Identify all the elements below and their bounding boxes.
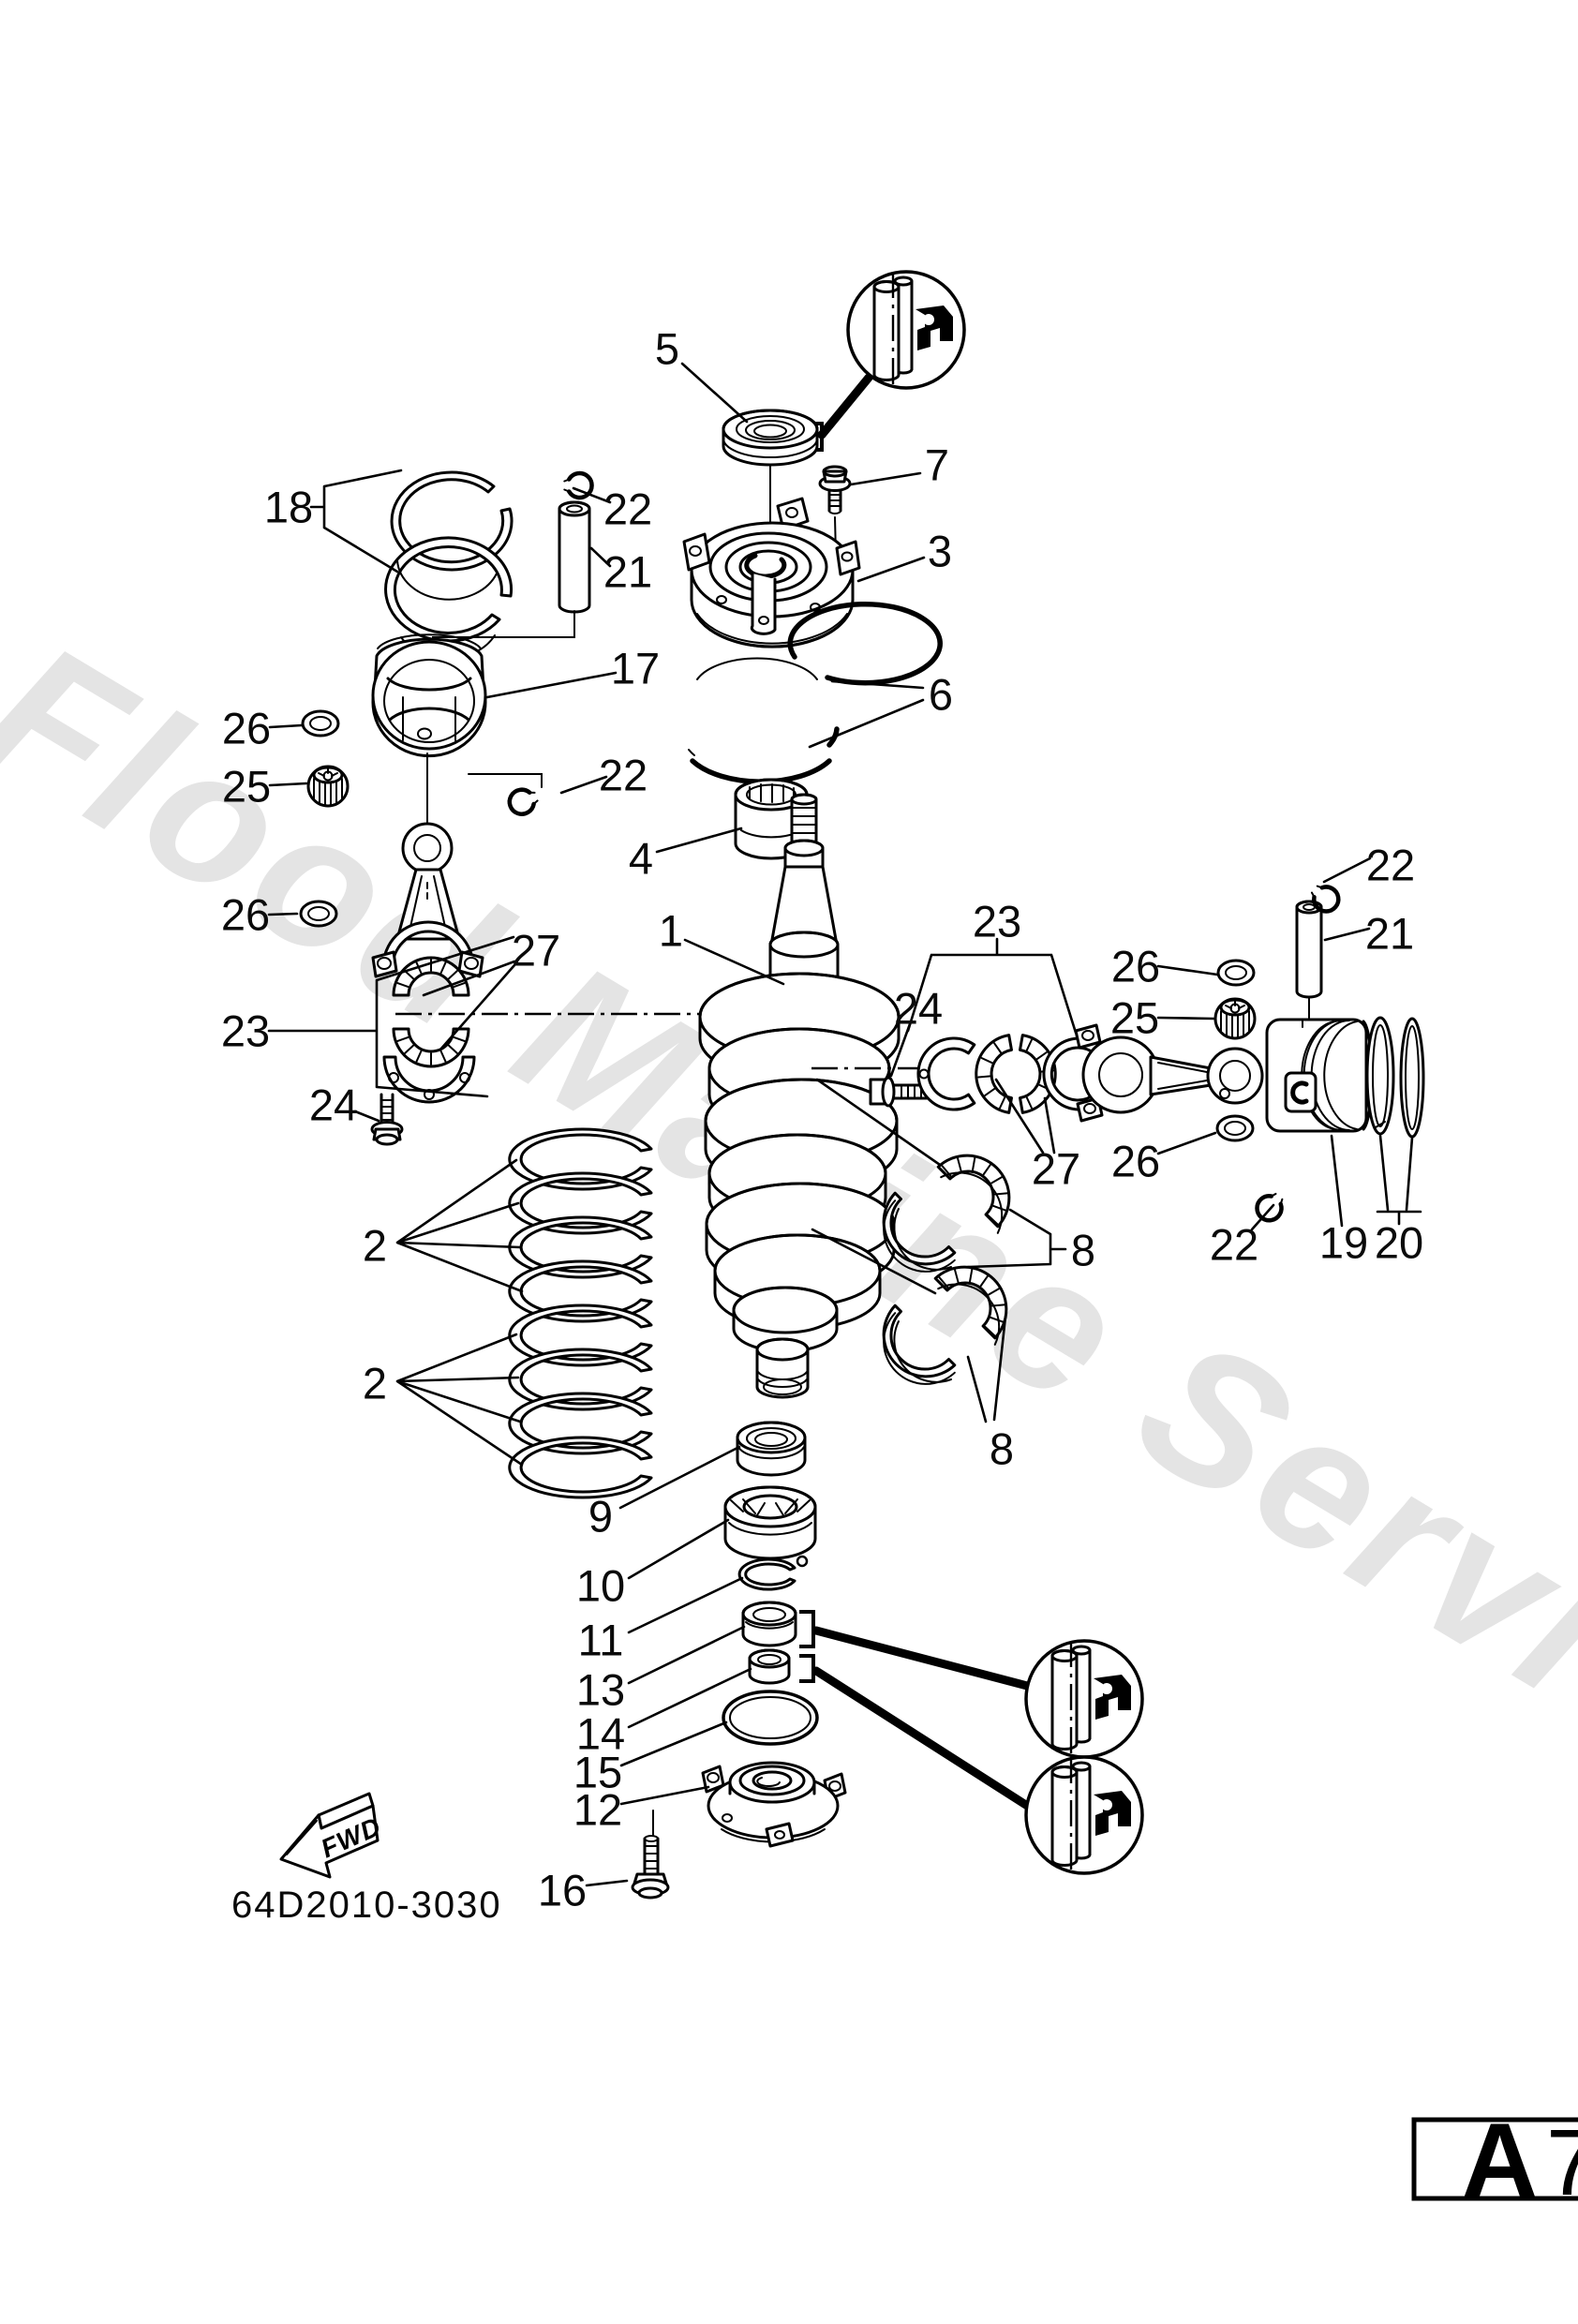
callout-part-11: 11 — [578, 1616, 624, 1665]
callout-part-21: 21 — [1365, 909, 1414, 959]
part-25-small-end-bearing — [306, 765, 350, 808]
callout-part-15: 15 — [573, 1748, 622, 1797]
drawing-number: 64D2010-3030 — [231, 1885, 502, 1926]
callout-part-10: 10 — [576, 1561, 625, 1611]
callout-part-25: 25 — [1110, 993, 1159, 1043]
part-22-circlip-mid-left — [506, 785, 540, 817]
part-7-bolt — [818, 465, 852, 514]
part-14-seal — [748, 1648, 791, 1685]
part-13-seal — [741, 1601, 797, 1647]
callout-part-27: 27 — [1032, 1144, 1080, 1194]
callout-part-7: 7 — [925, 440, 949, 490]
part-12-bearing-housing-lower — [701, 1761, 847, 1848]
part-26-washer — [1216, 959, 1256, 987]
part-2-labyrinth-seal-rings — [508, 1127, 653, 1499]
part-26-washer — [301, 709, 340, 737]
callout-part-16: 16 — [538, 1866, 587, 1915]
part-21-piston-pin-left — [558, 500, 591, 614]
callout-part-25: 25 — [222, 762, 271, 812]
callout-part-2: 2 — [363, 1359, 387, 1408]
callout-part-22: 22 — [1366, 841, 1415, 890]
callout-part-23: 23 — [973, 897, 1021, 946]
part-19-piston — [1265, 1018, 1374, 1133]
callout-part-22: 22 — [603, 484, 652, 534]
part-17-piston — [371, 633, 487, 758]
callout-part-21: 21 — [603, 547, 652, 597]
fwd-direction-arrow-icon: FWD — [279, 1792, 385, 1879]
part-15-o-ring — [722, 1690, 819, 1746]
part-3-bearing-housing — [682, 497, 861, 648]
part-20-piston-rings — [1365, 1016, 1425, 1139]
part-21-piston-pin-right — [1295, 900, 1323, 999]
page-code-letter: A — [1462, 2102, 1538, 2219]
callout-part-4: 4 — [629, 834, 653, 884]
part-9-seal — [736, 1421, 807, 1477]
part-26-washer — [299, 900, 338, 928]
callout-part-22: 22 — [599, 751, 648, 800]
callout-part-12: 12 — [573, 1785, 622, 1835]
part-5-oil-seal — [722, 409, 819, 467]
part-24-rod-bolt-left — [370, 1093, 404, 1146]
callout-part-9: 9 — [588, 1492, 613, 1542]
callout-part-22: 22 — [1210, 1220, 1258, 1270]
callout-part-26: 26 — [1111, 1137, 1160, 1186]
callout-part-24: 24 — [894, 984, 943, 1034]
part-23-connecting-rod-right — [916, 1023, 1264, 1123]
callout-part-2: 2 — [363, 1221, 387, 1271]
callout-part-8: 8 — [990, 1424, 1014, 1474]
seal-orientation-detail-circle-middle — [1024, 1639, 1144, 1759]
callout-part-6: 6 — [929, 670, 953, 720]
part-16-bolt — [631, 1835, 670, 1899]
callout-part-26: 26 — [221, 890, 270, 940]
seal-orientation-detail-circle-top — [846, 270, 966, 390]
page-code-box: A 7 — [1411, 2102, 1578, 2219]
part-18-piston-rings — [384, 470, 514, 660]
callout-part-26: 26 — [222, 704, 271, 753]
callout-part-23: 23 — [221, 1006, 270, 1056]
callout-part-14: 14 — [576, 1709, 625, 1759]
callout-part-1: 1 — [659, 906, 683, 956]
callout-part-20: 20 — [1375, 1218, 1423, 1268]
callout-part-8: 8 — [1071, 1226, 1095, 1275]
callout-part-19: 19 — [1319, 1218, 1368, 1268]
callout-part-3: 3 — [928, 527, 952, 576]
callout-part-13: 13 — [576, 1665, 625, 1715]
callout-part-27: 27 — [512, 926, 560, 976]
callout-part-24: 24 — [309, 1080, 358, 1130]
diagram-line-art: FWD — [267, 270, 1425, 1899]
part-11-circlip — [737, 1555, 809, 1591]
part-26-washer — [1215, 1114, 1255, 1142]
detail-leader-line — [817, 373, 873, 439]
callout-part-26: 26 — [1111, 942, 1160, 991]
callout-part-18: 18 — [264, 483, 313, 532]
part-25-small-end-bearing — [1213, 997, 1257, 1040]
part-6-piston-rings — [688, 601, 943, 784]
callout-part-17: 17 — [611, 644, 660, 693]
callout-part-5: 5 — [655, 324, 679, 374]
part-1-crankshaft — [698, 793, 901, 1399]
seal-orientation-detail-circle-bottom — [1024, 1755, 1144, 1875]
part-10-ball-bearing — [723, 1485, 817, 1560]
page-code-digit: 7 — [1546, 2110, 1578, 2215]
